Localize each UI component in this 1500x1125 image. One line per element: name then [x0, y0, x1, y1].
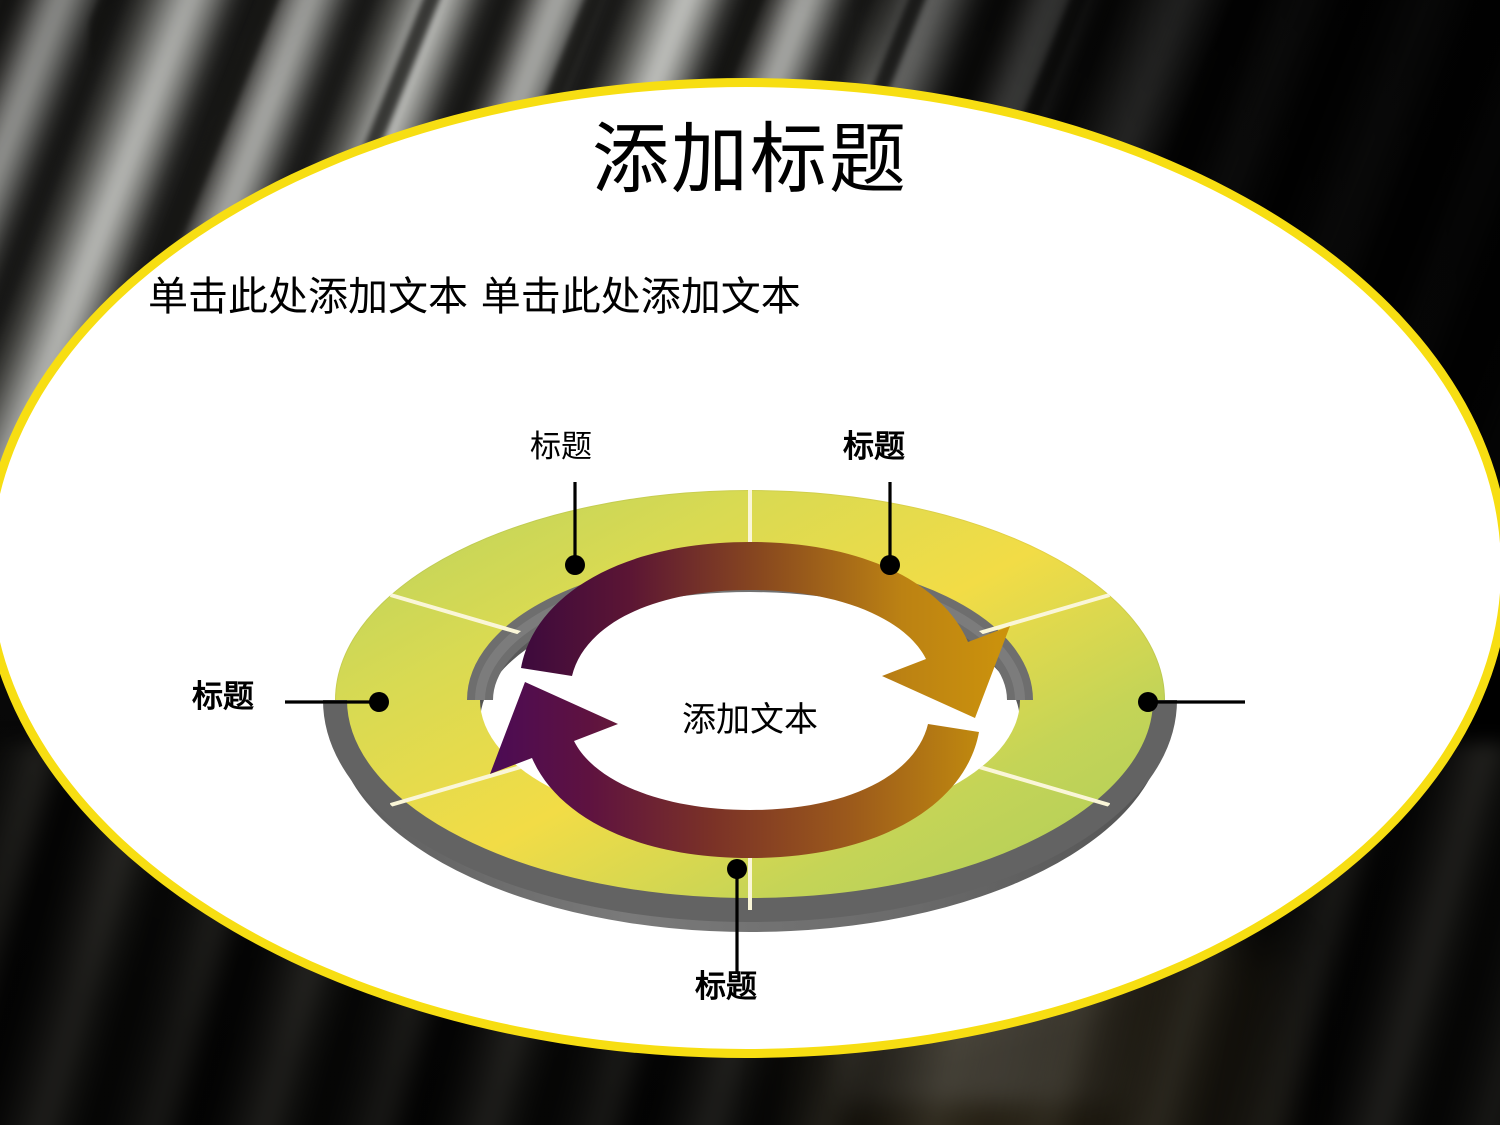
- ring-3d: [320, 470, 1180, 940]
- callout-label-top-left[interactable]: 标题: [530, 429, 592, 465]
- callout-leader-lines: [285, 482, 1245, 972]
- slide-body-text: 单击此处添加文本 单击此处添加文本: [148, 274, 801, 320]
- callout-dot-bottom: [727, 859, 747, 879]
- callout-label-bottom[interactable]: 标题: [695, 969, 757, 1005]
- callout-label-top-right[interactable]: 标题: [843, 429, 905, 465]
- cycle-arrow-top: [521, 542, 1010, 718]
- callout-dot-top-left: [565, 555, 585, 575]
- cycle-arrow-bottom: [490, 682, 979, 858]
- cycle-diagram-graphic: [285, 470, 1245, 972]
- callout-label-left[interactable]: 标题: [192, 679, 254, 715]
- callout-dot-right: [1138, 692, 1158, 712]
- callout-dots: [369, 555, 1158, 879]
- callout-dot-left: [369, 692, 389, 712]
- cycle-center-text[interactable]: 添加文本: [682, 700, 818, 740]
- callout-dot-top-right: [880, 555, 900, 575]
- page-title: 添加标题: [592, 116, 908, 205]
- cycle-diagram: 标题 标题 标题 标题 添加文本: [160, 410, 1340, 1050]
